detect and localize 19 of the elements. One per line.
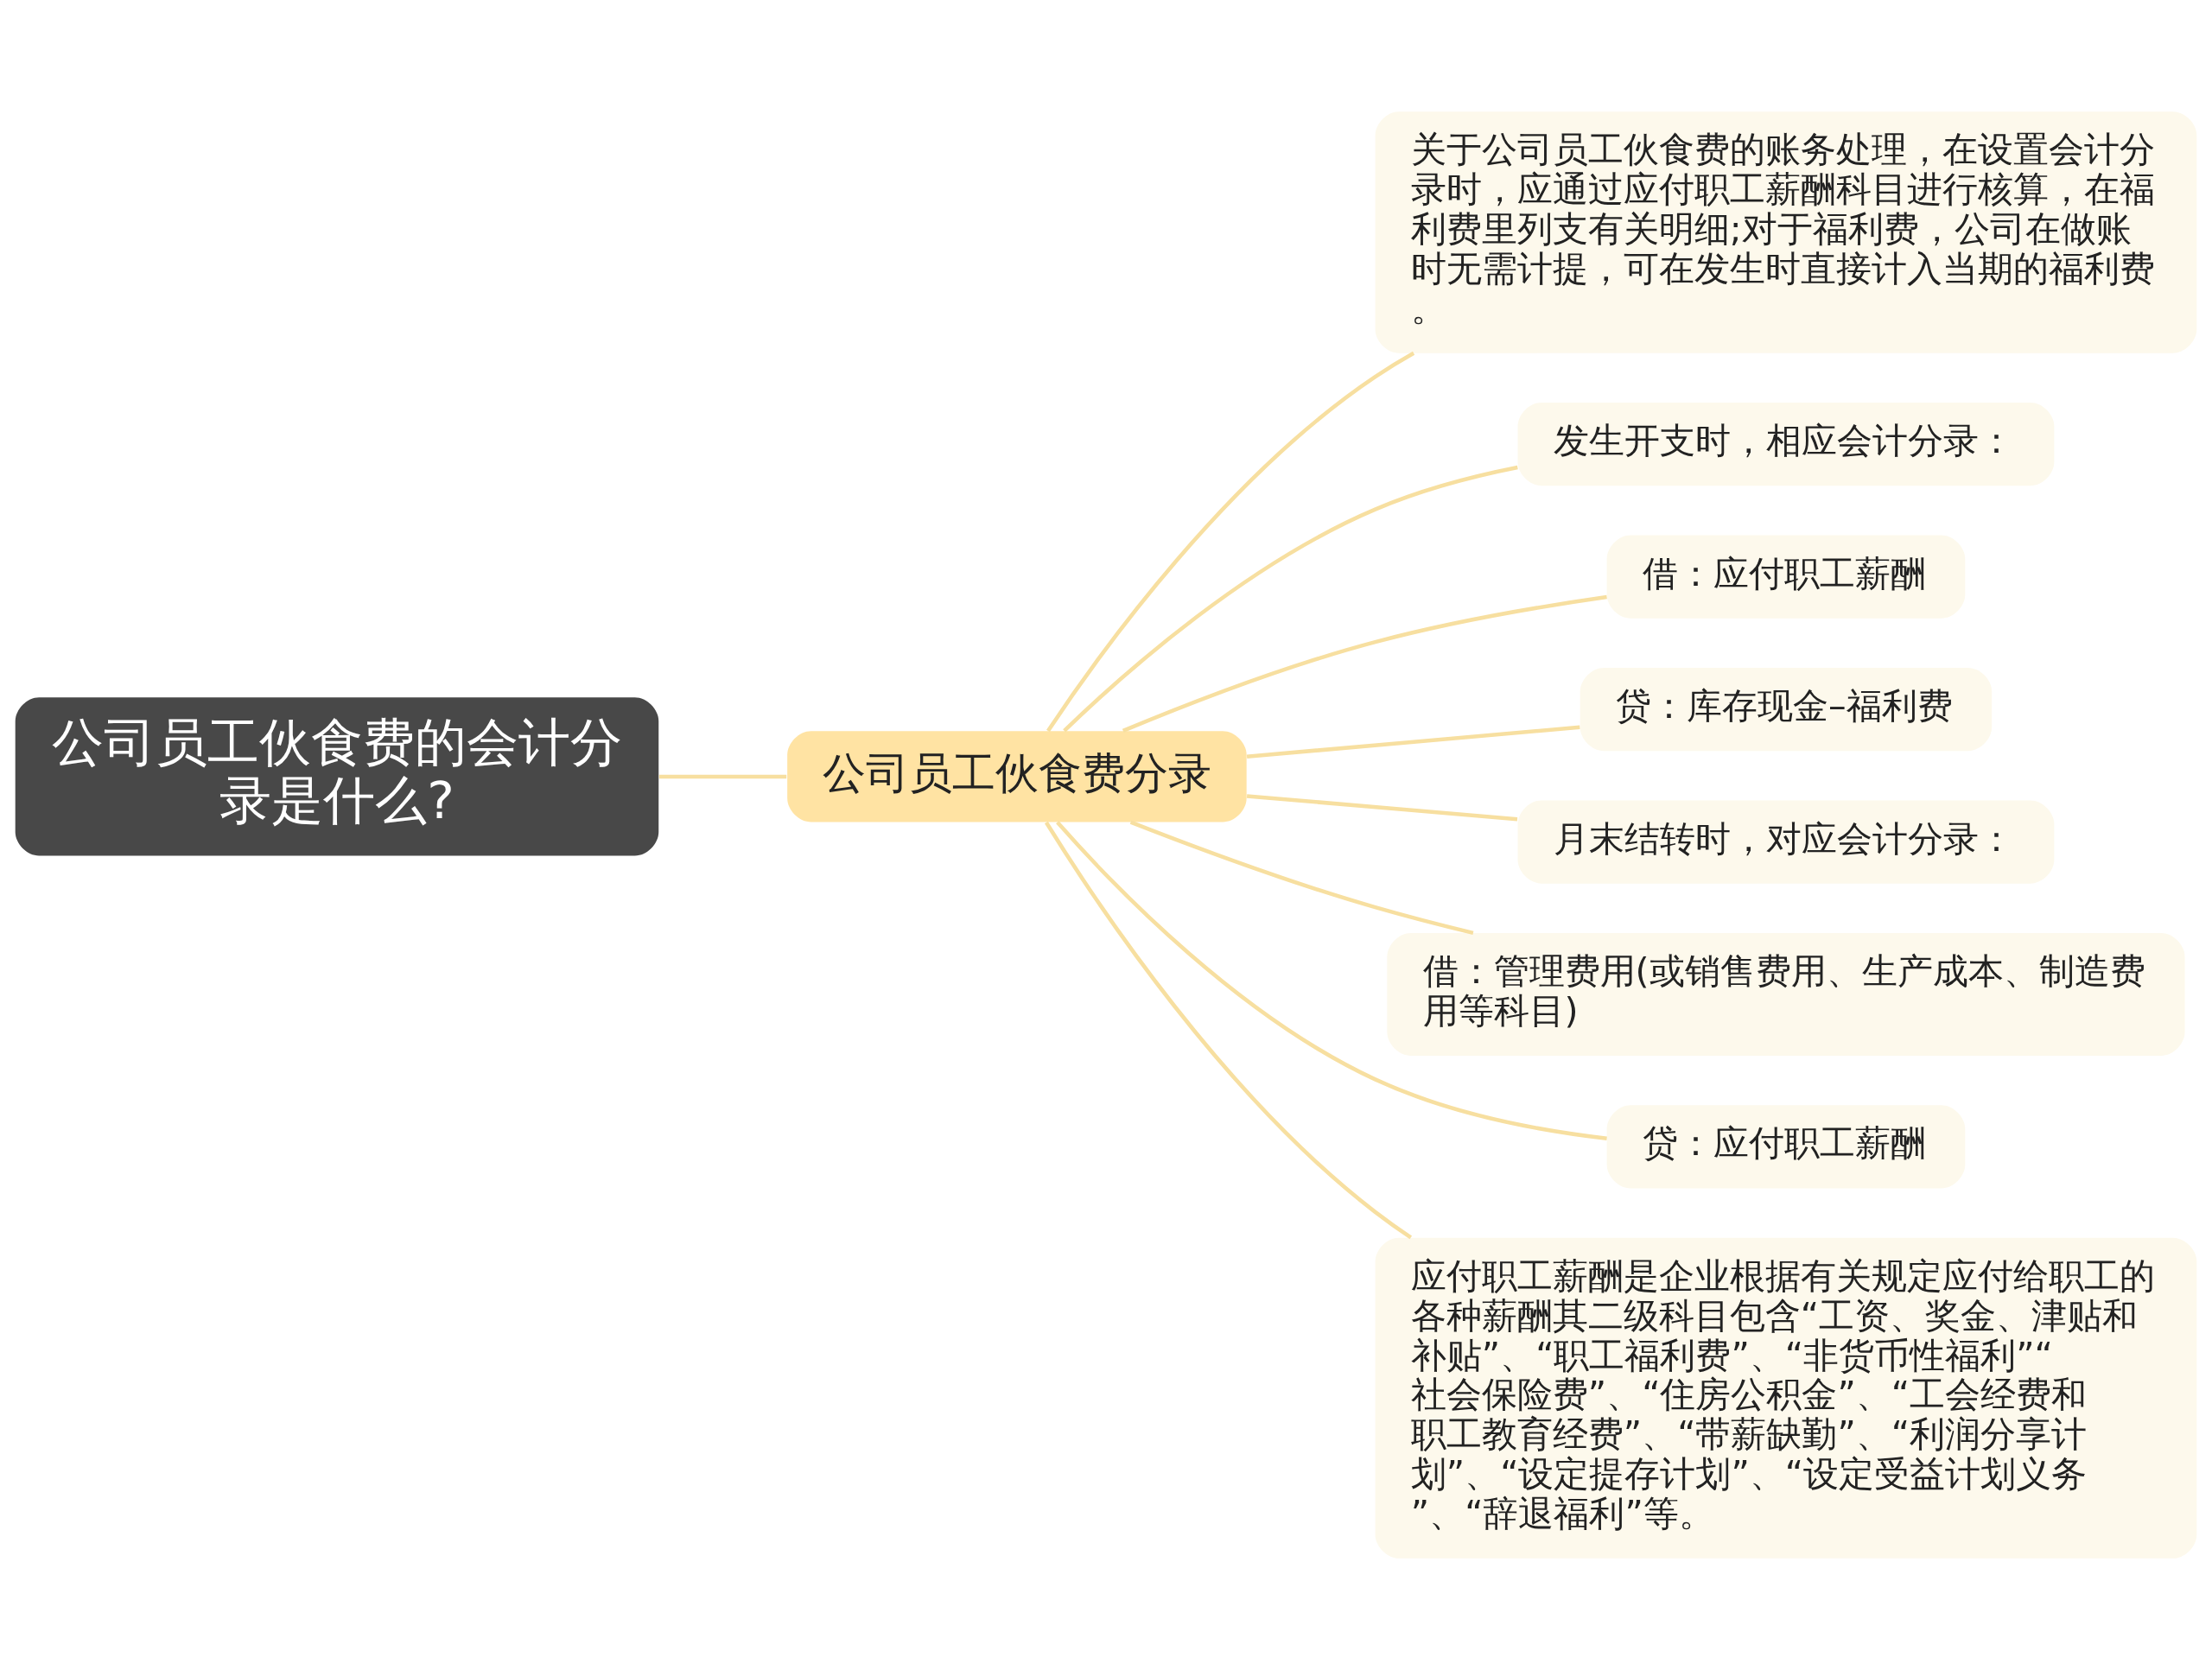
connector	[1246, 725, 1580, 759]
node-box: 借：管理费用(或销售费用、生产成本、制造费用等科目)	[1387, 932, 2185, 1056]
node-box: 借：应付职工薪酬	[1606, 535, 1966, 619]
connector	[1044, 821, 1413, 1240]
node-box: 月末结转时，对应会计分录：	[1517, 800, 2055, 884]
connector	[1122, 594, 1607, 733]
node-box: 贷：应付职工薪酬	[1606, 1105, 1966, 1189]
node-box: 应付职工薪酬是企业根据有关规定应付给职工的各种薪酬其二级科目包含“工资、奖金、津贴和补贴”、“职工福利费”、“非货币性福利”“社会保险费”、“住房公积金”、“工会经费和职工教育经费”、“带薪缺勤”、“利润分享计划”、“设定提存计划”、“设定受益计划义务”、“辞退福利”等。	[1375, 1237, 2197, 1559]
connector	[1046, 351, 1415, 733]
connector	[1129, 820, 1474, 936]
node-box: 公司员工伙食费的会计分录是什么?	[15, 697, 659, 856]
node-box: 贷：库存现金–福利费	[1580, 667, 1993, 752]
connector	[658, 774, 787, 779]
node-box: 发生开支时，相应会计分录：	[1517, 402, 2055, 486]
connector	[1056, 821, 1607, 1141]
connector	[1063, 465, 1518, 733]
node-box: 公司员工伙食费分录	[787, 731, 1247, 822]
connector	[1246, 794, 1518, 822]
node-box: 关于公司员工伙食费的账务处理，在设置会计分录时，应通过应付职工薪酬科目进行核算，在福利费里列支有关明细;对于福利费，公司在做账时无需计提，可在发生时直接计入当期的福利费。	[1375, 111, 2197, 353]
